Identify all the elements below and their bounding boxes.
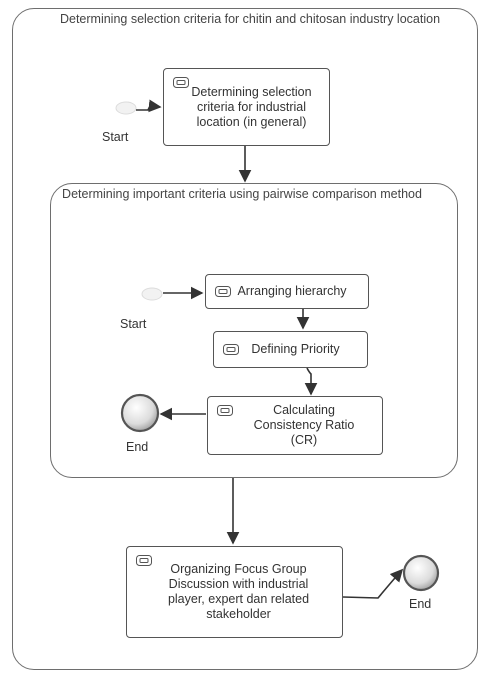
task-icon — [217, 405, 233, 416]
task-label: Determining selection criteria for indus… — [191, 84, 312, 129]
end-label-inner: End — [126, 440, 149, 454]
task-icon — [223, 344, 239, 355]
end-event-inner — [120, 393, 160, 433]
flow-fgd-to-end — [342, 568, 404, 599]
flow-priority-to-consistency — [304, 367, 318, 396]
task-icon — [136, 555, 152, 566]
task-label: Organizing Focus Group Discussion with i… — [167, 562, 310, 621]
start-event-outer — [115, 101, 137, 115]
task-defining-priority[interactable]: Defining Priority — [213, 331, 368, 368]
task-label: Calculating Consistency Ratio (CR) — [253, 403, 355, 447]
start-label-inner: Start — [120, 317, 147, 331]
flow-start-to-general — [136, 99, 162, 113]
task-focus-group-discussion[interactable]: Organizing Focus Group Discussion with i… — [126, 546, 343, 638]
inner-subprocess — [50, 183, 458, 478]
end-label-outer: End — [409, 597, 432, 611]
task-arranging-hierarchy[interactable]: Arranging hierarchy — [205, 274, 369, 309]
task-consistency-ratio[interactable]: Calculating Consistency Ratio (CR) — [207, 396, 383, 455]
task-icon — [173, 77, 189, 88]
task-icon — [215, 286, 231, 297]
start-label-outer: Start — [102, 130, 129, 144]
task-label: Arranging hierarchy — [237, 284, 347, 298]
task-label: Defining Priority — [251, 342, 340, 356]
outer-subprocess-title: Determining selection criteria for chiti… — [59, 12, 441, 26]
end-event-outer — [402, 554, 440, 592]
outer-subprocess — [12, 8, 478, 670]
start-event-inner — [141, 287, 163, 301]
task-general-criteria[interactable]: Determining selection criteria for indus… — [163, 68, 330, 146]
inner-subprocess-title: Determining important criteria using pai… — [62, 187, 422, 201]
